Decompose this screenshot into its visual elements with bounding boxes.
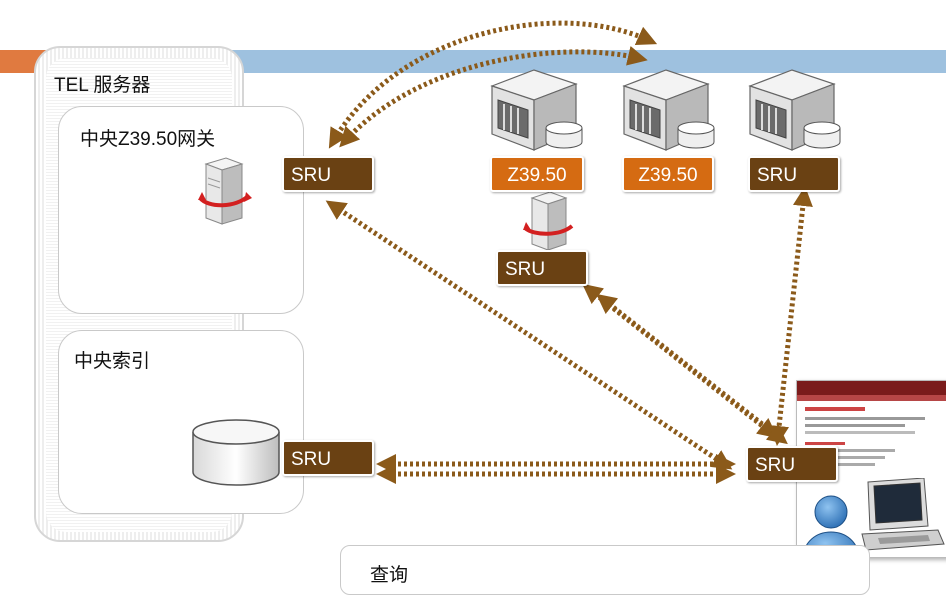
client-sru-box: SRU: [746, 446, 838, 482]
query-box: [340, 545, 870, 595]
gateway-server-icon: [198, 157, 252, 225]
computer-icon: [861, 478, 945, 551]
bridge-sru-box: SRU: [496, 250, 588, 286]
arrow-bridge-to-client-2: [596, 293, 788, 445]
gateway-label: 中央Z39.50网关: [80, 129, 216, 150]
gateway-server-icon: [523, 191, 574, 251]
database-icon: [192, 419, 280, 486]
tel-server-title: TEL 服务器: [54, 75, 151, 96]
gateway-sru-box: SRU: [282, 156, 374, 192]
query-label: 查询: [370, 565, 409, 586]
server-icon: [748, 69, 841, 151]
index-sru-box: SRU: [282, 440, 374, 476]
server-icon: [622, 69, 715, 151]
server-icon: [490, 69, 583, 151]
central-index-label: 中央索引: [74, 351, 151, 372]
z3950-box-1: Z39.50: [490, 156, 584, 192]
gateway-box: [58, 106, 304, 314]
remote-sru-box: SRU: [748, 156, 840, 192]
arrow-bridge-to-client: [582, 283, 778, 439]
z3950-box-2: Z39.50: [622, 156, 714, 192]
